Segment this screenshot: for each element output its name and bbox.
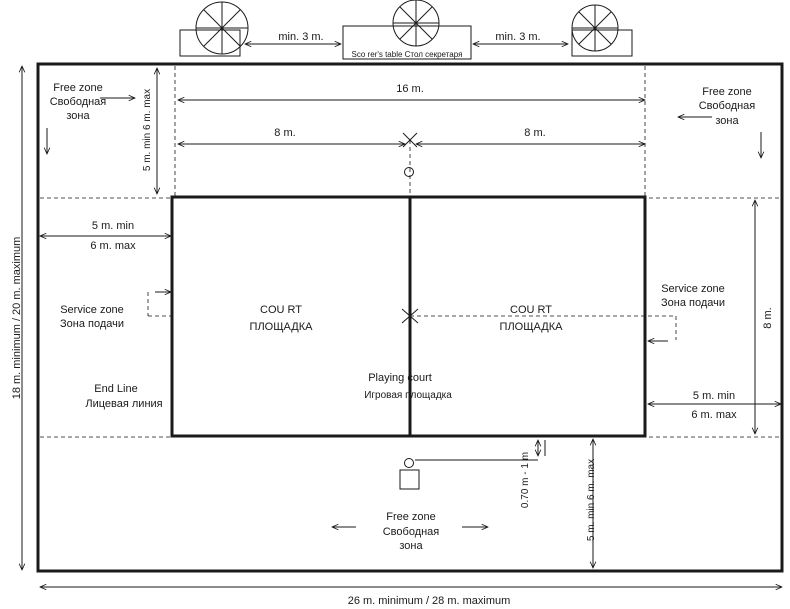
guide-lines <box>40 66 780 438</box>
bottom-depth-label: 5 m. min 6 m. max <box>586 459 597 541</box>
svg-text:зона: зона <box>399 540 423 552</box>
free-zone-top-left: Free zone Свободная зона <box>50 82 107 122</box>
svg-text:Service zone: Service zone <box>661 283 725 295</box>
scorers-table-label: Sco rer's table Стол секретаря <box>352 50 463 59</box>
free-zone-bottom: Free zone Свободная зона <box>383 511 440 552</box>
total-width-label: 26 m. minimum / 28 m. maximum <box>348 595 511 607</box>
svg-text:COU RT: COU RT <box>510 304 552 316</box>
svg-text:Free zone: Free zone <box>53 82 103 94</box>
left-max-label: 6 m. max <box>90 240 136 252</box>
svg-text:Playing court: Playing court <box>368 372 432 384</box>
right-chair-block <box>571 29 633 57</box>
svg-text:ПЛОЩАДКА: ПЛОЩАДКА <box>250 321 314 333</box>
scorers-table-area: min. 3 m. min. 3 m. Sco rer's table Стол… <box>179 0 633 60</box>
top-gap-right-label: min. 3 m. <box>495 31 540 43</box>
center-cross-icon <box>401 308 419 324</box>
svg-text:Игровая площадка: Игровая площадка <box>364 390 452 401</box>
top-gap-left-label: min. 3 m. <box>278 31 323 43</box>
svg-text:Лицевая линия: Лицевая линия <box>85 398 162 410</box>
svg-text:Free zone: Free zone <box>702 86 752 98</box>
svg-text:COU RT: COU RT <box>260 304 302 316</box>
playing-area-boundary <box>36 62 784 573</box>
svg-text:зона: зона <box>66 110 90 122</box>
service-zone-left: Service zone Зона подачи <box>60 304 124 330</box>
court-left-label: COU RT ПЛОЩАДКА <box>250 304 314 333</box>
total-height-label: 18 m. minimum / 20 m. maximum <box>11 237 23 400</box>
right-min-label: 5 m. min <box>693 390 735 402</box>
court-right-label: COU RT ПЛОЩАДКА <box>500 304 564 333</box>
svg-text:End Line: End Line <box>94 383 137 395</box>
svg-text:Service zone: Service zone <box>60 304 124 316</box>
svg-text:Зона подачи: Зона подачи <box>661 297 725 309</box>
svg-text:Свободная: Свободная <box>50 96 107 108</box>
referee-stand-icon <box>399 469 420 490</box>
end-line-label: End Line Лицевая линия <box>85 383 162 410</box>
half-right-label: 8 m. <box>524 127 545 139</box>
left-chair-block <box>179 29 241 57</box>
service-zone-right: Service zone Зона подачи <box>661 283 725 309</box>
width-16-label: 16 m. <box>396 83 424 95</box>
half-left-label: 8 m. <box>274 127 295 139</box>
ref-distance-label: 0.70 m - 1 m <box>520 452 531 508</box>
svg-text:Свободная: Свободная <box>699 100 756 112</box>
svg-text:Зона подачи: Зона подачи <box>60 318 124 330</box>
svg-text:ПЛОЩАДКА: ПЛОЩАДКА <box>500 321 564 333</box>
free-zone-top-right: Free zone Свободная зона <box>699 86 756 127</box>
top-referee-marker <box>404 167 414 177</box>
left-chair-spokes <box>196 2 248 54</box>
top-depth-label: 5 m. min 6 m. max <box>142 89 153 171</box>
right-height-label: 8 m. <box>762 307 774 328</box>
right-max-label: 6 m. max <box>691 409 737 421</box>
svg-text:Свободная: Свободная <box>383 526 440 538</box>
bottom-referee-marker <box>404 458 414 468</box>
svg-text:зона: зона <box>715 115 739 127</box>
scorers-table <box>342 25 472 60</box>
playing-court-label: Playing court Игровая площадка <box>364 372 452 401</box>
svg-text:Free zone: Free zone <box>386 511 436 523</box>
left-min-label: 5 m. min <box>92 220 134 232</box>
